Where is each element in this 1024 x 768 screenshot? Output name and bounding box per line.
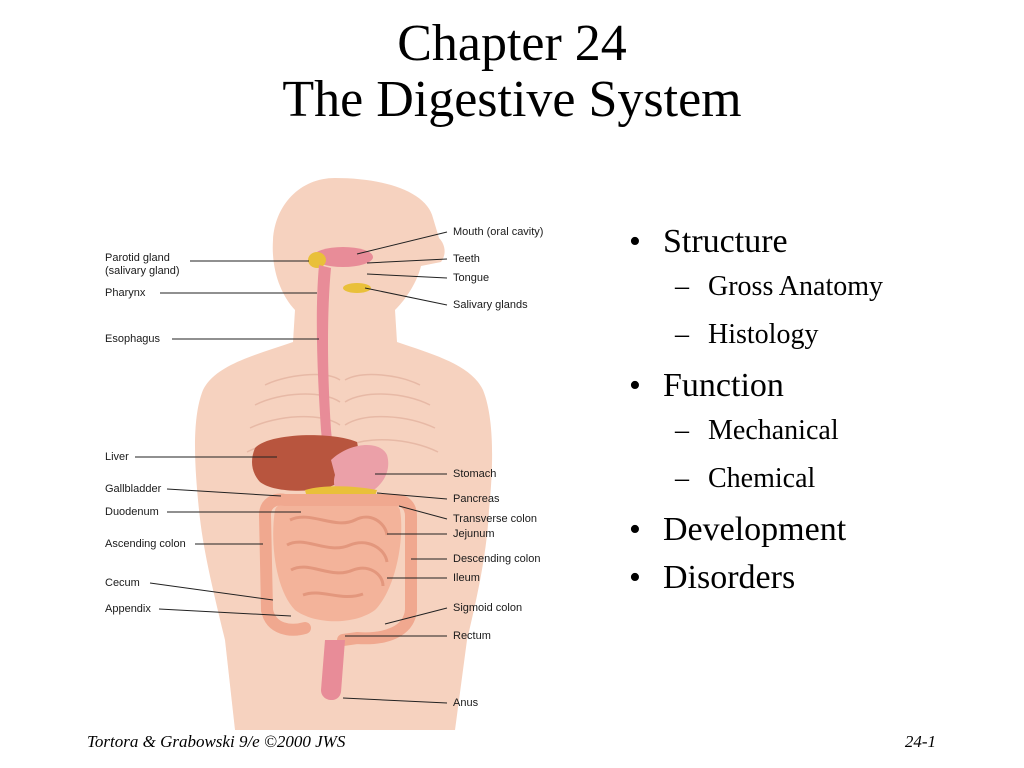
label-duodenum: Duodenum (105, 506, 159, 518)
bullet-marker: • (629, 559, 641, 596)
bullet-disorders: • Disorders (625, 558, 1015, 598)
title-line-2: The Digestive System (282, 71, 742, 128)
leader-lines (135, 231, 448, 704)
label-liver: Liver (105, 451, 129, 463)
footer-citation: Tortora & Grabowski 9/e ©2000 JWS (87, 732, 346, 751)
bullet-text: Development (663, 511, 847, 548)
label-sigmoid-colon: Sigmoid colon (453, 602, 523, 614)
dash-marker: – (675, 415, 689, 446)
bullet-function: • Function (625, 366, 1015, 406)
label-pharynx: Pharynx (105, 287, 146, 299)
label-esophagus: Esophagus (105, 333, 161, 345)
bullet-structure: • Structure (625, 222, 1015, 262)
label-ileum: Ileum (453, 572, 480, 584)
title-line-1: Chapter 24 (397, 15, 627, 72)
subbullet-text: Histology (708, 319, 819, 350)
subbullet-text: Mechanical (708, 415, 839, 446)
label-rectum: Rectum (453, 630, 491, 642)
label-mouth: Mouth (oral cavity) (453, 226, 544, 238)
bullet-text: Disorders (663, 559, 796, 596)
large-intestine (258, 493, 417, 616)
label-teeth: Teeth (453, 253, 480, 265)
small-intestine (273, 495, 402, 622)
label-jejunum: Jejunum (453, 528, 495, 540)
dash-marker: – (675, 463, 689, 494)
label-stomach: Stomach (453, 468, 497, 480)
stomach (331, 444, 389, 499)
digestive-system-figure: Parotid gland (salivary gland) Pharynx E… (95, 170, 565, 730)
subbullet-chemical: – Chemical (625, 462, 1015, 496)
footer-slide-number: 24-1 (904, 732, 936, 751)
dash-marker: – (675, 319, 689, 350)
bullet-marker: • (629, 511, 641, 548)
label-cecum: Cecum (105, 577, 140, 589)
parotid-gland (308, 252, 326, 268)
label-pancreas: Pancreas (453, 493, 500, 505)
bullet-text: Function (663, 367, 784, 404)
subbullet-histology: – Histology (625, 318, 1015, 352)
label-anus: Anus (453, 697, 479, 709)
slide-title: Chapter 24 The Digestive System (0, 16, 1024, 128)
dash-marker: – (675, 271, 689, 302)
esophagus (316, 265, 335, 470)
bullet-text: Structure (663, 223, 788, 260)
rib-cage (246, 373, 439, 453)
bullet-marker: • (629, 223, 641, 260)
liver (252, 435, 359, 491)
subbullet-mechanical: – Mechanical (625, 414, 1015, 448)
label-parotid-gland: Parotid gland (105, 252, 170, 264)
label-salivary-glands: Salivary glands (453, 299, 528, 311)
label-ascending-colon: Ascending colon (105, 538, 186, 550)
label-tongue: Tongue (453, 272, 490, 284)
subbullet-text: Gross Anatomy (708, 271, 883, 302)
bullet-marker: • (629, 367, 641, 404)
label-gallbladder: Gallbladder (105, 483, 162, 495)
subbullet-gross-anatomy: – Gross Anatomy (625, 270, 1015, 304)
bullet-list: • Structure – Gross Anatomy – Histology … (625, 222, 1015, 606)
label-transverse-colon: Transverse colon (453, 513, 537, 525)
label-appendix: Appendix (105, 603, 151, 615)
subbullet-text: Chemical (708, 463, 816, 494)
rectum (321, 640, 345, 701)
label-salivary-gland-note: (salivary gland) (105, 265, 180, 277)
label-descending-colon: Descending colon (453, 553, 541, 565)
bullet-development: • Development (625, 510, 1015, 550)
anatomy-illustration (135, 178, 493, 730)
